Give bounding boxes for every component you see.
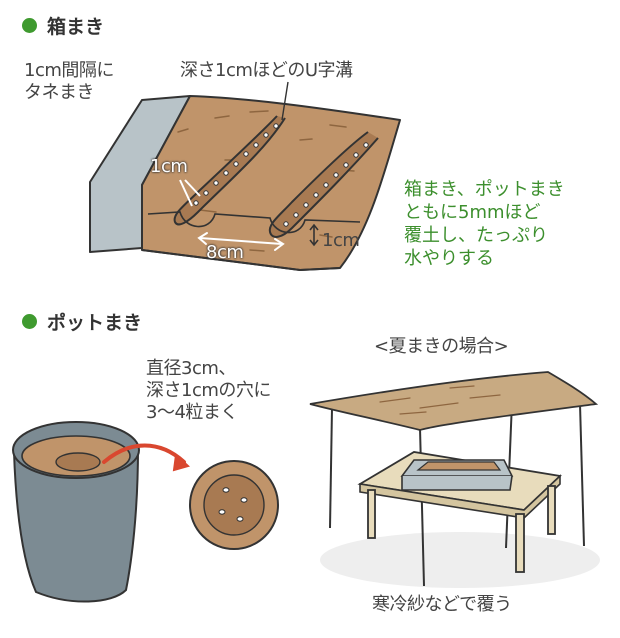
label-groove-depth: 深さ1cmほどのU字溝: [180, 60, 353, 81]
groove-pointer: [281, 81, 289, 121]
heading-text: 箱まき: [47, 16, 105, 38]
label-row-gap: 8cm: [206, 242, 244, 263]
cover-soil-note: 箱まき、ポットまき ともに5mmほど 覆土し、たっぷり 水やりする: [404, 179, 565, 269]
pot-hole: [55, 452, 101, 472]
pot-body: [13, 447, 139, 603]
cross-section-line: [147, 211, 361, 234]
double-arrow-icon: [197, 232, 285, 251]
seed-box-illustration: [89, 81, 401, 272]
pot-illustration: [12, 421, 279, 603]
shade-cloth: [309, 371, 599, 431]
shade-cloth-illustration: [309, 371, 600, 588]
seed-dots-row-1: [193, 123, 279, 206]
table-legs: [367, 485, 556, 573]
top-view-seeds: [218, 487, 248, 522]
ground-shadow: [320, 532, 600, 588]
label-seed-spacing: 1cm間隔に タネまき: [24, 60, 114, 103]
section-heading-box-sowing: 箱まき: [22, 12, 104, 39]
label-groove-depth-dim: 1cm: [322, 230, 360, 251]
soil-surface: [141, 95, 401, 271]
shade-cloth-caption: 寒冷紗などで覆う: [372, 594, 512, 615]
bullet-dot-icon: [22, 314, 37, 329]
section-heading-pot-sowing: ポットまき: [22, 308, 142, 335]
cloth-texture: [379, 385, 501, 415]
pot-sowing-note: 直径3cm、 深さ1cmの穴に 3〜4粒まく: [146, 358, 271, 423]
heading-text: ポットまき: [47, 312, 143, 334]
spacing-pointer-b: [184, 179, 201, 197]
summer-sowing-title: <夏まきの場合>: [374, 336, 509, 357]
bullet-dot-icon: [22, 18, 37, 33]
seed-dots-row-2: [283, 142, 369, 227]
table-edge: [359, 474, 561, 519]
soil-front-edge: [141, 249, 341, 272]
depth-arrow-icon: [309, 223, 319, 247]
top-view-hole: [203, 474, 265, 536]
label-groove-width: 1cm: [150, 156, 188, 177]
spacing-pointer-a: [179, 179, 193, 207]
